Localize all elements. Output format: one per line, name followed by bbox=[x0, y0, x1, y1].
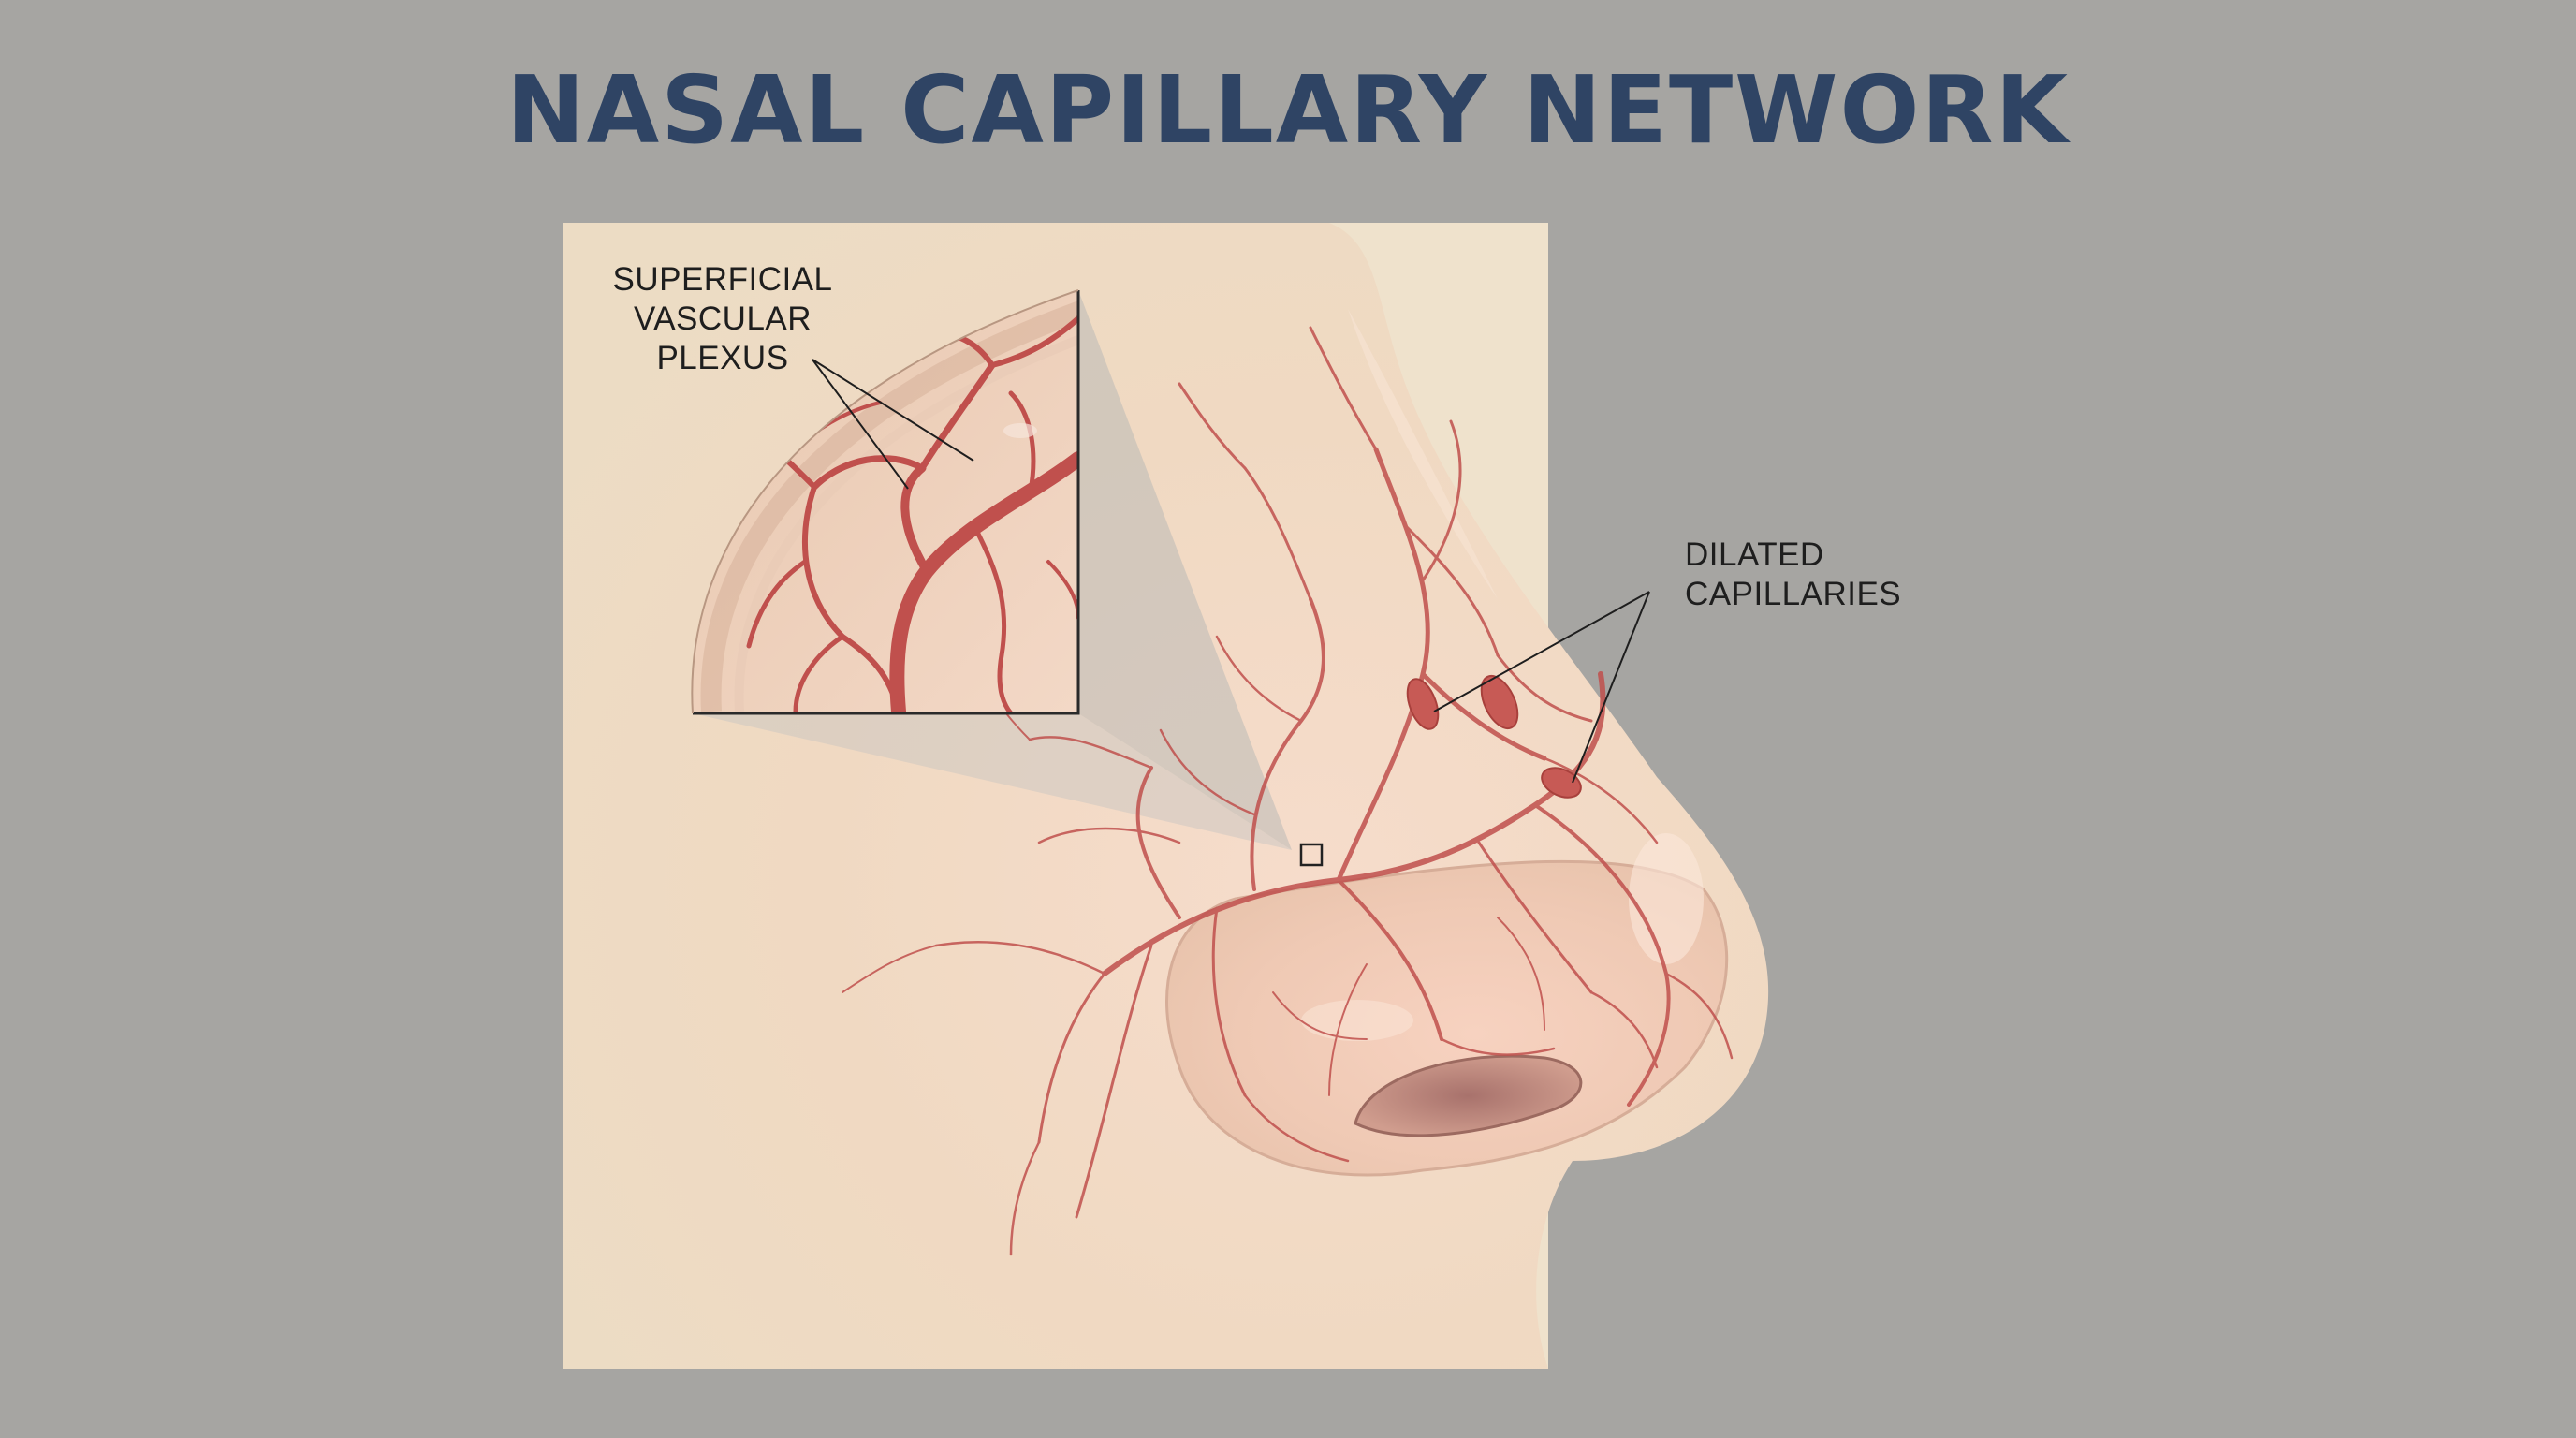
bridge-highlight bbox=[1348, 309, 1498, 599]
zoom-box bbox=[1299, 843, 1324, 867]
dilated-capillaries-callout: DILATED CAPILLARIES bbox=[1433, 536, 1901, 784]
plexus-inset bbox=[691, 289, 1080, 715]
superficial-label-line-3: PLEXUS bbox=[656, 340, 788, 376]
superficial-leader-line-2 bbox=[812, 359, 974, 462]
nose-tip-highlight bbox=[1629, 833, 1704, 964]
inset-background bbox=[692, 290, 1078, 713]
page-title: NASAL CAPILLARY NETWORK bbox=[506, 55, 2070, 165]
superficial-label-line-1: SUPERFICIAL bbox=[613, 261, 833, 298]
superficial-leader-line-1 bbox=[812, 359, 909, 490]
dilated-label-line-1: DILATED bbox=[1685, 536, 1824, 573]
superficial-plexus-callout: SUPERFICIAL VASCULAR PLEXUS bbox=[613, 261, 974, 490]
superficial-label-line-2: VASCULAR bbox=[634, 301, 812, 337]
dilated-leader-line-2 bbox=[1572, 591, 1650, 784]
nostril bbox=[1354, 1054, 1583, 1137]
dilated-label-line-2: CAPILLARIES bbox=[1685, 576, 1901, 612]
capillary-network bbox=[842, 326, 1734, 1256]
ala-highlight bbox=[1301, 1000, 1413, 1041]
nasal-ala bbox=[1165, 859, 1729, 1177]
inset-frame bbox=[693, 290, 1080, 715]
dilated-leader-line-1 bbox=[1433, 591, 1650, 712]
dilated-capillaries bbox=[1406, 674, 1582, 799]
zoom-projection-lower bbox=[693, 713, 1292, 850]
zoom-projection bbox=[1078, 290, 1292, 850]
